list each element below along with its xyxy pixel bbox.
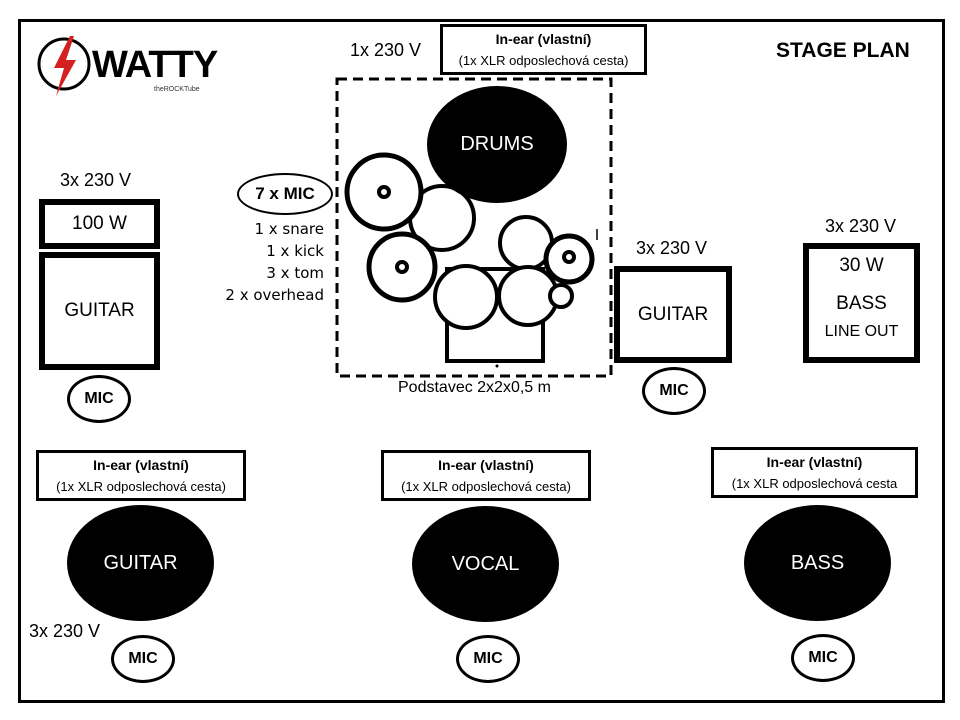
- vocal-position: VOCAL: [412, 506, 559, 622]
- inear-label: In-ear (vlastní): [766, 453, 863, 470]
- left-amp-mic: MIC: [67, 375, 131, 423]
- vocal-inear-box: In-ear (vlastní) (1x XLR odposlechová ce…: [381, 450, 591, 501]
- bass-amp-line-out: LINE OUT: [824, 323, 899, 340]
- bass-vocal-mic: MIC: [791, 634, 855, 682]
- splash-cymbal: [548, 283, 574, 309]
- inear-note: (1x XLR odposlechová cesta): [401, 478, 571, 494]
- riser-dot: [495, 364, 499, 368]
- guitar-player-label: GUITAR: [103, 551, 178, 574]
- bass-amp-label: BASS: [836, 293, 887, 314]
- drum-inear-box: In-ear (vlastní) (1x XLR odposlechová ce…: [440, 24, 647, 75]
- mic-label: MIC: [808, 649, 838, 666]
- mic-label: MIC: [473, 650, 503, 667]
- logo-sub: theROCKTube: [154, 86, 200, 93]
- riser-label: Podstavec 2x2x0,5 m: [398, 379, 551, 396]
- floor-tom-left: [433, 264, 499, 330]
- inear-note: (1x XLR odposlechová cesta): [458, 52, 629, 68]
- left-amp-head: 100 W: [39, 199, 160, 249]
- bass-player-position: BASS: [744, 505, 891, 621]
- bass-amp-power: 3x 230 V: [825, 216, 897, 236]
- left-amp-power: 3x 230 V: [60, 170, 132, 190]
- guitar-player-power: 3x 230 V: [29, 621, 101, 641]
- mic-label: MIC: [84, 390, 114, 407]
- left-amp-head-label: 100 W: [72, 213, 127, 234]
- inear-label: In-ear (vlastní): [495, 30, 592, 47]
- inear-note: (1x XLR odposlechová cesta): [56, 478, 226, 494]
- right-guitar-cab-label: GUITAR: [637, 303, 709, 325]
- left-amp-cab-label: GUITAR: [64, 300, 135, 321]
- drum-mic-item: 2 x overhead: [225, 286, 324, 304]
- drum-mic-item: 1 x kick: [266, 242, 324, 260]
- guitar-inear-box: In-ear (vlastní) (1x XLR odposlechová ce…: [36, 450, 246, 501]
- stage-frame: [18, 19, 945, 703]
- drum-mic-list: 1 x snare 1 x kick 3 x tom 2 x overhead: [200, 218, 324, 306]
- hihat-center: [377, 185, 391, 199]
- drum-mic-item: 1 x snare: [254, 220, 324, 238]
- crash-center: [395, 260, 409, 274]
- inear-label: In-ear (vlastní): [438, 456, 534, 473]
- drums-label: DRUMS: [460, 133, 534, 155]
- drum-mic-item: 3 x tom: [266, 264, 324, 282]
- drum-power-label: 1x 230 V: [350, 40, 422, 60]
- vocal-mic: MIC: [456, 635, 520, 683]
- bass-inear-box: In-ear (vlastní) (1x XLR odposlechová ce…: [711, 447, 918, 498]
- drum-riser-outline: [335, 77, 613, 378]
- inear-label: In-ear (vlastní): [93, 456, 189, 473]
- drum-mic-count-oval: 7 x MIC: [237, 173, 333, 215]
- bass-player-label: BASS: [790, 551, 845, 574]
- logo-brand: WATTY: [92, 44, 218, 86]
- right-guitar-amp-mic: MIC: [642, 367, 706, 415]
- guitar-player-position: GUITAR: [67, 505, 214, 621]
- bass-amp-watt: 30 W: [839, 255, 884, 276]
- drum-mic-count: 7 x MIC: [255, 184, 315, 203]
- right-guitar-amp-cabinet: GUITAR: [614, 266, 732, 363]
- drums-position: DRUMS: [427, 86, 567, 203]
- watty-logo: WATTY theROCKTube: [36, 34, 218, 100]
- mic-label: MIC: [128, 650, 158, 667]
- right-guitar-amp-power: 3x 230 V: [636, 238, 708, 258]
- lightning-logo-icon: [37, 36, 91, 96]
- vocal-label: VOCAL: [451, 552, 520, 575]
- page-title: STAGE PLAN: [776, 39, 910, 62]
- inear-note: (1x XLR odposlechová cesta: [731, 475, 898, 491]
- ride-center: [562, 250, 576, 264]
- mic-label: MIC: [659, 382, 689, 399]
- bass-amp-cabinet: 30 W BASS LINE OUT: [803, 243, 920, 363]
- guitar-vocal-mic: MIC: [111, 635, 175, 683]
- left-amp-cabinet: GUITAR: [39, 252, 160, 370]
